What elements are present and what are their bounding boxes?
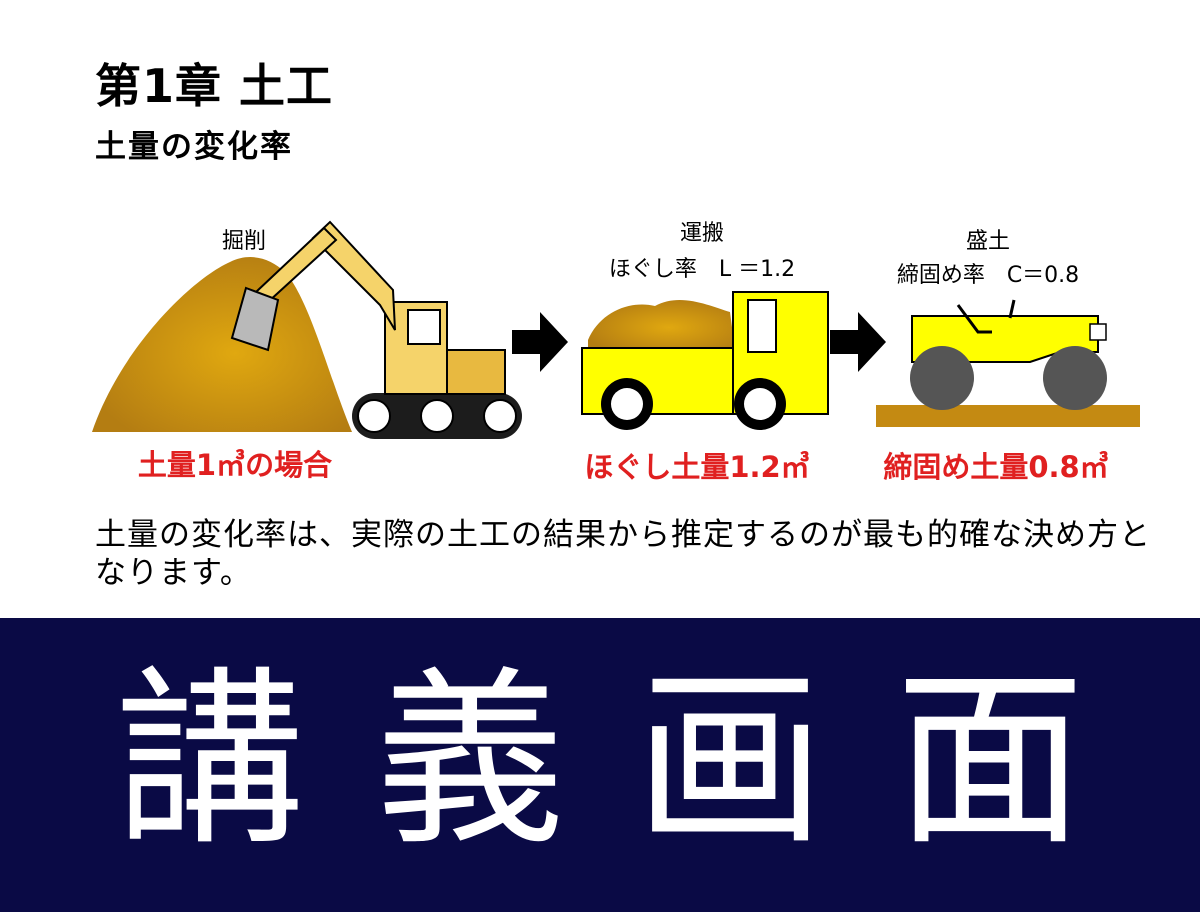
slide-subtitle: 土量の変化率 (95, 129, 293, 165)
banner-text: 講義画面 (114, 650, 1155, 871)
slide-title: 第1章 土工 (95, 59, 334, 113)
stage2-caption: ほぐし土量1.2㎥ (584, 450, 809, 484)
arrow-right-icon (830, 312, 886, 372)
stage2-rate: ほぐし率 L ＝1.2 (609, 257, 795, 282)
dump-truck-icon (581, 291, 829, 430)
stage3-rate: 締固め率 C＝0.8 (897, 263, 1079, 288)
explanation-text: 土量の変化率は、実際の土工の結果から推定するのが最も的確な決め方となります。 (95, 517, 1151, 591)
arrow-right-icon (512, 312, 568, 372)
stage3-caption: 締固め土量0.8㎥ (883, 450, 1108, 484)
earthwork-diagram: 掘削 土量1㎥の場合 運搬 ほぐし率 L ＝1.2 ほぐし土量1.2㎥ (92, 220, 1140, 484)
soil-pile (92, 257, 352, 432)
lecture-banner: 講義画面 (0, 618, 1200, 912)
road-roller-icon (876, 299, 1140, 427)
stage3-label: 盛土 (966, 229, 1010, 254)
stage1-caption: 土量1㎥の場合 (138, 448, 332, 482)
excavator-icon (230, 220, 522, 439)
lecture-slide: 第1章 土工 土量の変化率 (92, 59, 1151, 591)
stage1-label: 掘削 (222, 229, 266, 254)
stage2-label: 運搬 (680, 221, 724, 246)
